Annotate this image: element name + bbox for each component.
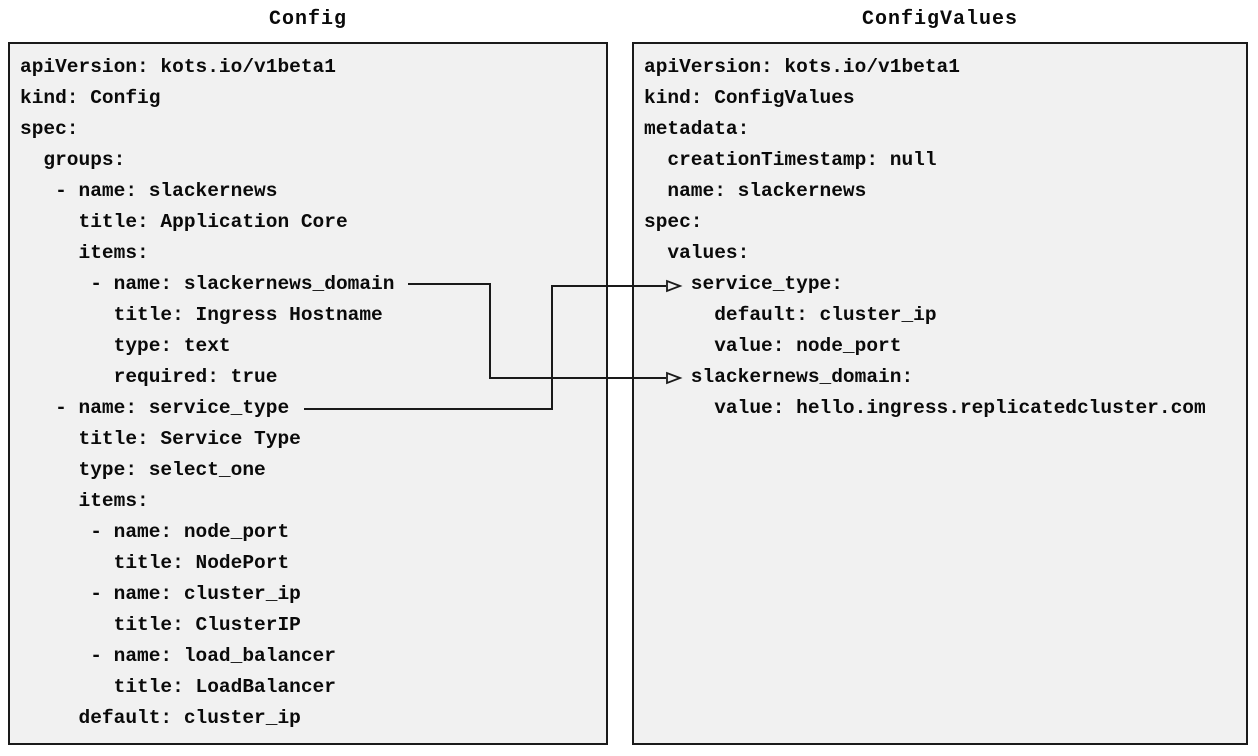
config-panel-title: Config <box>268 8 347 31</box>
configvalues-yaml-code: apiVersion: kots.io/v1beta1 kind: Config… <box>644 56 1206 419</box>
configvalues-panel: apiVersion: kots.io/v1beta1 kind: Config… <box>632 42 1248 745</box>
config-panel: apiVersion: kots.io/v1beta1 kind: Config… <box>8 42 608 745</box>
configvalues-panel-title: ConfigValues <box>861 8 1019 31</box>
config-yaml-code: apiVersion: kots.io/v1beta1 kind: Config… <box>20 56 395 729</box>
